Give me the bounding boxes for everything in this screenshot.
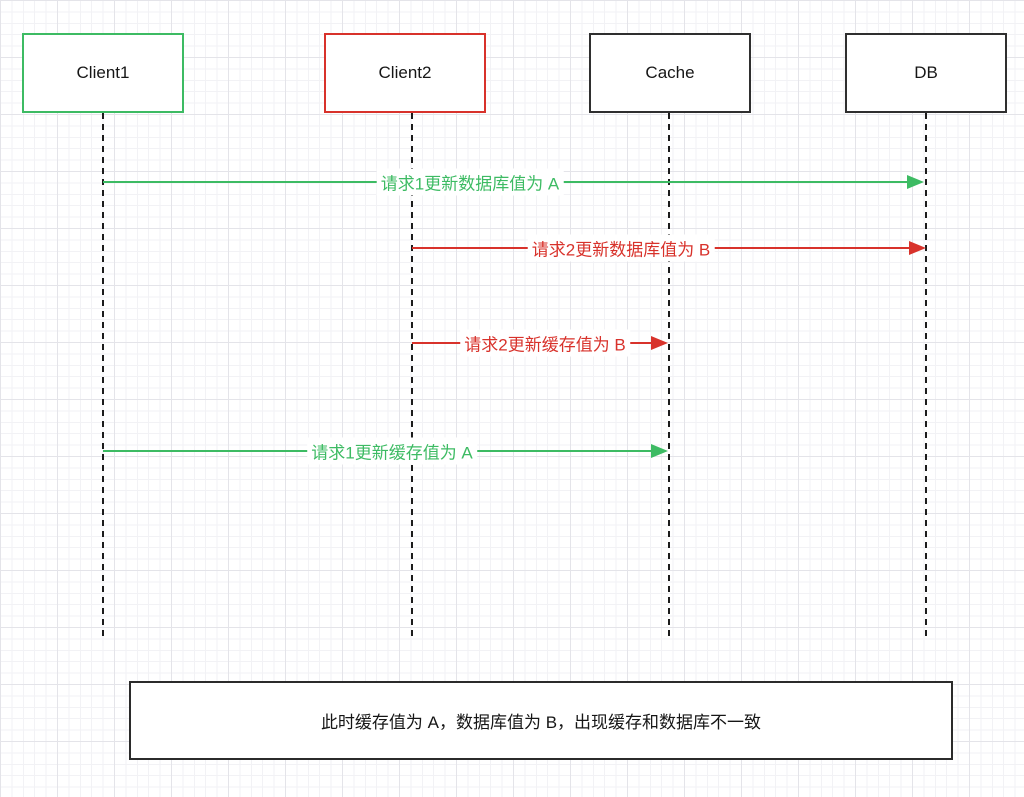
actor-db-label: DB (914, 63, 938, 82)
note-box: 此时缓存值为 A，数据库值为 B，出现缓存和数据库不一致 (129, 681, 953, 760)
actor-client2: Client2 (324, 33, 486, 113)
actor-client1-label: Client1 (76, 63, 130, 82)
message-3-label: 请求2更新缓存值为 B (460, 329, 630, 357)
message-4-arrowhead-icon (651, 444, 668, 458)
lifeline-client2 (411, 113, 413, 637)
actor-cache-label: Cache (645, 63, 695, 82)
note-text: 此时缓存值为 A，数据库值为 B，出现缓存和数据库不一致 (320, 713, 762, 732)
message-4-label: 请求1更新缓存值为 A (307, 437, 477, 465)
actor-cache: Cache (589, 33, 751, 113)
message-3-arrowhead-icon (651, 336, 668, 350)
lifeline-db (925, 113, 927, 637)
lifeline-cache (668, 113, 670, 637)
message-1-label: 请求1更新数据库值为 A (376, 168, 564, 196)
actor-client2-label: Client2 (378, 63, 432, 82)
message-2-arrowhead-icon (909, 241, 926, 255)
actor-client1: Client1 (22, 33, 184, 113)
message-1-arrowhead-icon (907, 175, 924, 189)
lifeline-client1 (102, 113, 104, 637)
actor-db: DB (845, 33, 1007, 113)
message-2-label: 请求2更新数据库值为 B (527, 234, 715, 262)
